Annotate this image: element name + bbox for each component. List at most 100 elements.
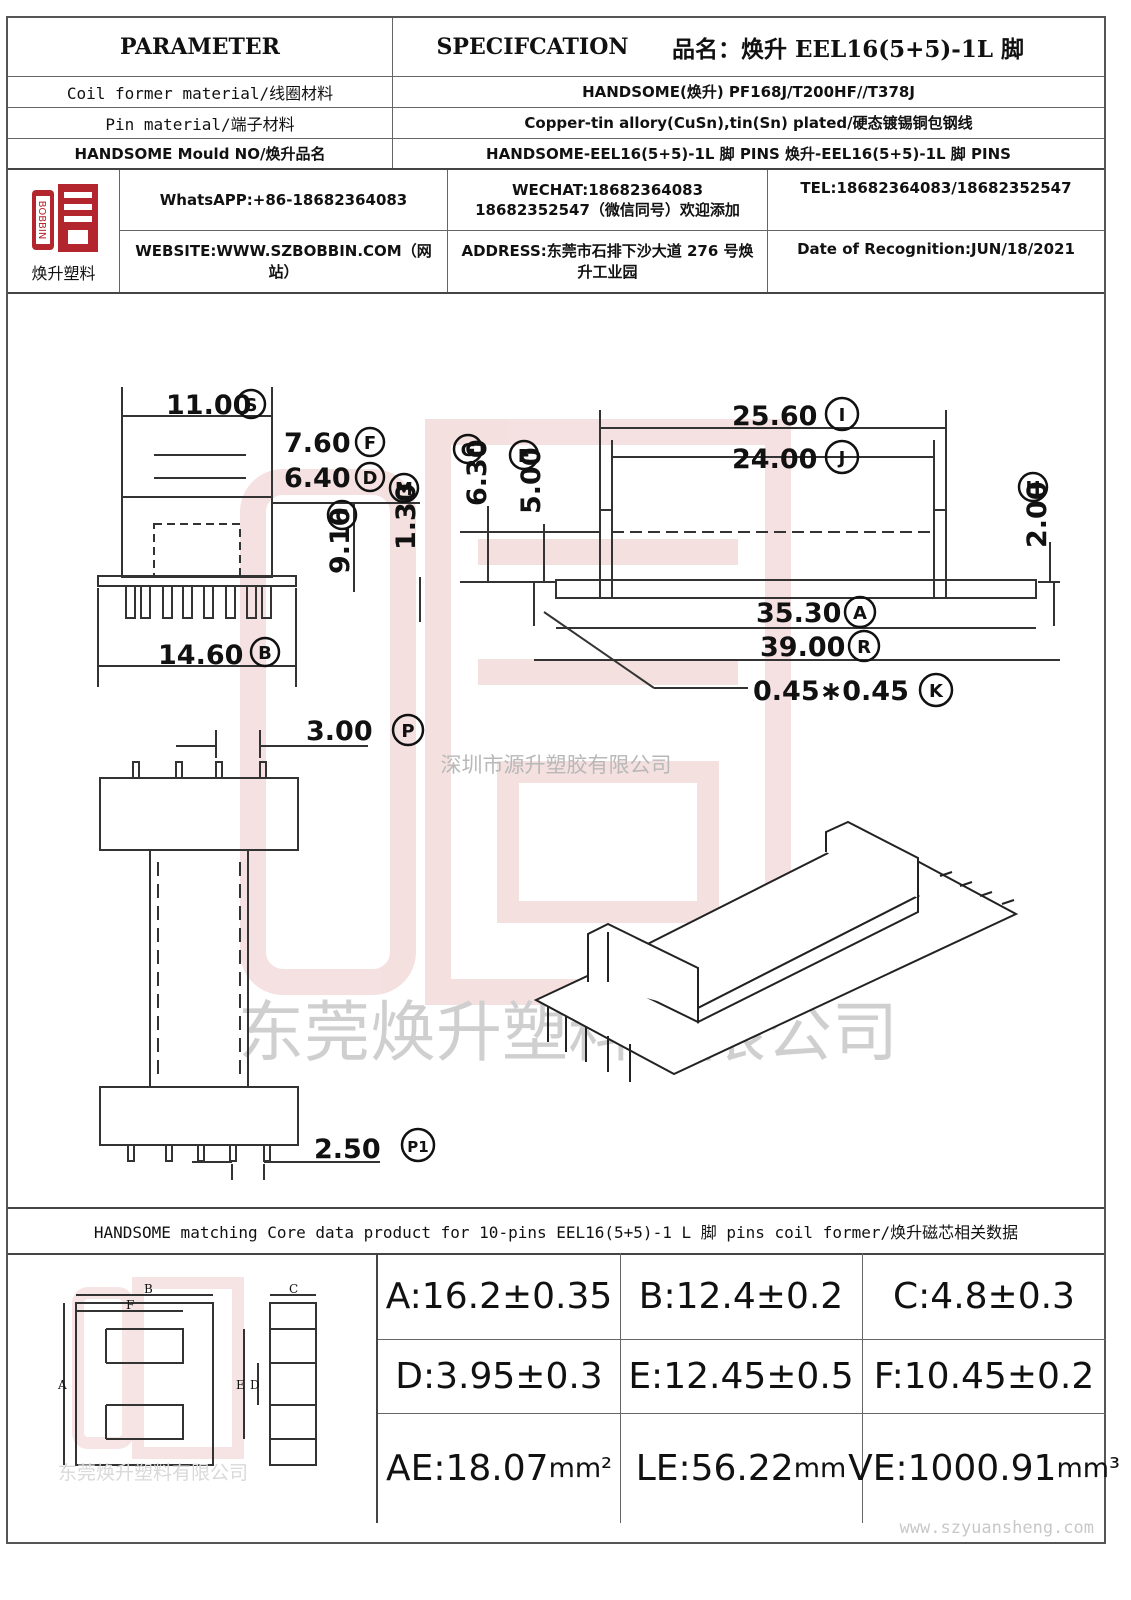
spec-ae-main: AE:18.07 (386, 1447, 549, 1489)
address-info: ADDRESS:东莞市石排下沙大道 276 号焕升工业园 (448, 231, 768, 292)
e-core-side (243, 1294, 317, 1466)
bobbin-logo-icon: BOBBIN (31, 184, 98, 252)
dim-b-value: 14.60 (158, 640, 243, 671)
side-dimensions: 25.60 I 24.00 J 6.30 G 5.00 E 2.00 H 35.… (452, 396, 1053, 708)
dim-k-code: K (929, 681, 944, 702)
dim-e-code: E (518, 446, 530, 467)
spec-ve-unit: mm³ (1056, 1452, 1120, 1484)
dim-a-value: 35.30 (756, 598, 841, 629)
e-core-front (63, 1294, 214, 1466)
logo-caption: 焕升塑料 (31, 264, 96, 283)
pin-material-value: Copper-tin allory(CuSn),tin(Sn) plated/硬… (392, 107, 1104, 138)
dim-m-code: M (395, 479, 413, 500)
svg-text:BOBBIN: BOBBIN (36, 201, 47, 240)
dim-s-code: S (245, 395, 258, 416)
dim-h-value: 2.00 (1022, 481, 1053, 548)
dim-e-value: 5.00 (516, 447, 547, 514)
dim-f-value: 7.60 (284, 428, 351, 459)
tel-info: TEL:18682364083/18682352547 (768, 170, 1104, 231)
top-dimensions: 3.00 P 2.50 P1 (306, 713, 436, 1165)
dim-p-value: 3.00 (306, 716, 373, 747)
parameter-heading: PARAMETER (120, 34, 280, 60)
dim-i-code: I (839, 405, 846, 426)
watermark-url: www.szyuansheng.com (899, 1518, 1094, 1538)
core-label-c: C (289, 1282, 298, 1296)
watermark-center: 深圳市源升塑胶有限公司 (441, 753, 672, 777)
isometric-view (533, 820, 1019, 1082)
core-data-block: B F A C E D 东莞焕升塑料有限公司 A:16.2±0.35 B:12.… (8, 1253, 1120, 1523)
core-label-a: A (57, 1378, 67, 1392)
technical-drawing: 深圳市源升塑胶有限公司 东莞焕升塑料有限公司 (97, 387, 1060, 1180)
dim-h-code: H (1025, 478, 1040, 499)
contact-block: BOBBIN 焕升塑料 WhatsAPP:+86-18682364083 WEC… (8, 170, 1104, 294)
core-drawing: B F A C E D 东莞焕升塑料有限公司 (57, 1277, 317, 1484)
spec-a: A:16.2±0.35 (378, 1253, 621, 1340)
dim-i-value: 25.60 (732, 401, 817, 432)
mould-no-label: HANDSOME Mould NO/焕升品名 (74, 144, 326, 163)
dim-p1-code: P1 (407, 1138, 428, 1156)
company-logo: BOBBIN 焕升塑料 (8, 170, 120, 292)
spec-ae-unit: mm² (548, 1452, 612, 1484)
core-spec-table: A:16.2±0.35 B:12.4±0.2 C:4.8±0.3 D:3.95±… (376, 1253, 1120, 1523)
front-pins (125, 585, 272, 619)
dim-j-value: 24.00 (732, 444, 817, 475)
front-view (97, 387, 421, 687)
top-pins-upper (132, 761, 267, 779)
mould-no-row: HANDSOME Mould NO/焕升品名 HANDSOME-EEL16(5+… (8, 138, 1104, 170)
coil-material-value: HANDSOME(焕升) PF168J/T200HF//T378J (392, 76, 1104, 107)
spec-le-main: LE:56.22 (635, 1447, 794, 1489)
spec-b: B:12.4±0.2 (620, 1253, 863, 1340)
dim-g-code: G (461, 440, 476, 461)
top-view (99, 730, 380, 1180)
core-data-title: HANDSOME matching Core data product for … (8, 1207, 1104, 1255)
dim-p1-value: 2.50 (314, 1134, 381, 1165)
spec-e: E:12.45±0.5 (620, 1339, 863, 1414)
spec-le-unit: mm (793, 1452, 847, 1484)
core-label-d: D (250, 1378, 260, 1392)
pin-material-row: Pin material/端子材料 Copper-tin allory(CuSn… (8, 107, 1104, 139)
dim-b-code: B (258, 643, 272, 664)
wechat-info: WECHAT:18682364083 18682352547（微信同号）欢迎添加 (448, 170, 768, 231)
specification-heading: SPECIFCATION (392, 18, 672, 76)
dim-a-code: A (853, 603, 867, 624)
dim-f-code: F (364, 433, 376, 454)
dim-c-code: C (335, 506, 348, 527)
dim-g-value: 6.30 (462, 439, 493, 506)
dim-k-value: 0.45∗0.45 (753, 676, 909, 707)
dim-d-code: D (363, 468, 378, 489)
dim-s-value: 11.00 (166, 390, 251, 421)
coil-material-row: Coil former material/线圈材料 HANDSOME(焕升) P… (8, 76, 1104, 108)
core-label-f: F (126, 1298, 134, 1312)
dim-r-code: R (857, 637, 871, 658)
core-watermark-text: 东莞焕升塑料有限公司 (58, 1462, 248, 1484)
core-label-e: E (236, 1378, 245, 1392)
core-label-b: B (144, 1282, 153, 1296)
whatsapp-info: WhatsAPP:+86-18682364083 (120, 170, 448, 231)
mould-no-value: HANDSOME-EEL16(5+5)-1L 脚 PINS 焕升-EEL16(5… (392, 138, 1104, 168)
dim-p-code: P (401, 721, 414, 742)
pin-material-label: Pin material/端子材料 (105, 114, 295, 134)
header-row: PARAMETER SPECIFCATION 品名：焕升 EEL16(5+5)-… (8, 18, 1104, 77)
recognition-date: Date of Recognition:JUN/18/2021 (797, 240, 1075, 258)
spec-f: F:10.45±0.2 (862, 1339, 1106, 1414)
dim-j-code: J (837, 448, 846, 469)
core-dim-labels: B F A C E D (57, 1282, 298, 1392)
product-name: 品名：焕升 EEL16(5+5)-1L 脚 (672, 36, 1025, 63)
website-info: WEBSITE:WWW.SZBOBBIN.COM（网站） (120, 231, 448, 292)
dim-c-value: 9.10 (325, 507, 356, 574)
spec-d: D:3.95±0.3 (378, 1339, 621, 1414)
spec-sheet: PARAMETER SPECIFCATION 品名：焕升 EEL16(5+5)-… (6, 16, 1120, 1544)
front-dimensions: 11.00 S 7.60 F 6.40 D 9.10 C 1.30 M 14.6… (158, 388, 422, 671)
core-watermark-logo (72, 1277, 244, 1459)
coil-material-label: Coil former material/线圈材料 (66, 83, 334, 103)
side-view (460, 410, 1060, 689)
spec-ve-main: VE:1000.91 (848, 1447, 1057, 1489)
dim-d-value: 6.40 (284, 463, 351, 494)
spec-c: C:4.8±0.3 (862, 1253, 1106, 1340)
iso-pins (547, 871, 1015, 1082)
top-pins-lower (127, 1144, 271, 1162)
dim-r-value: 39.00 (760, 632, 845, 663)
